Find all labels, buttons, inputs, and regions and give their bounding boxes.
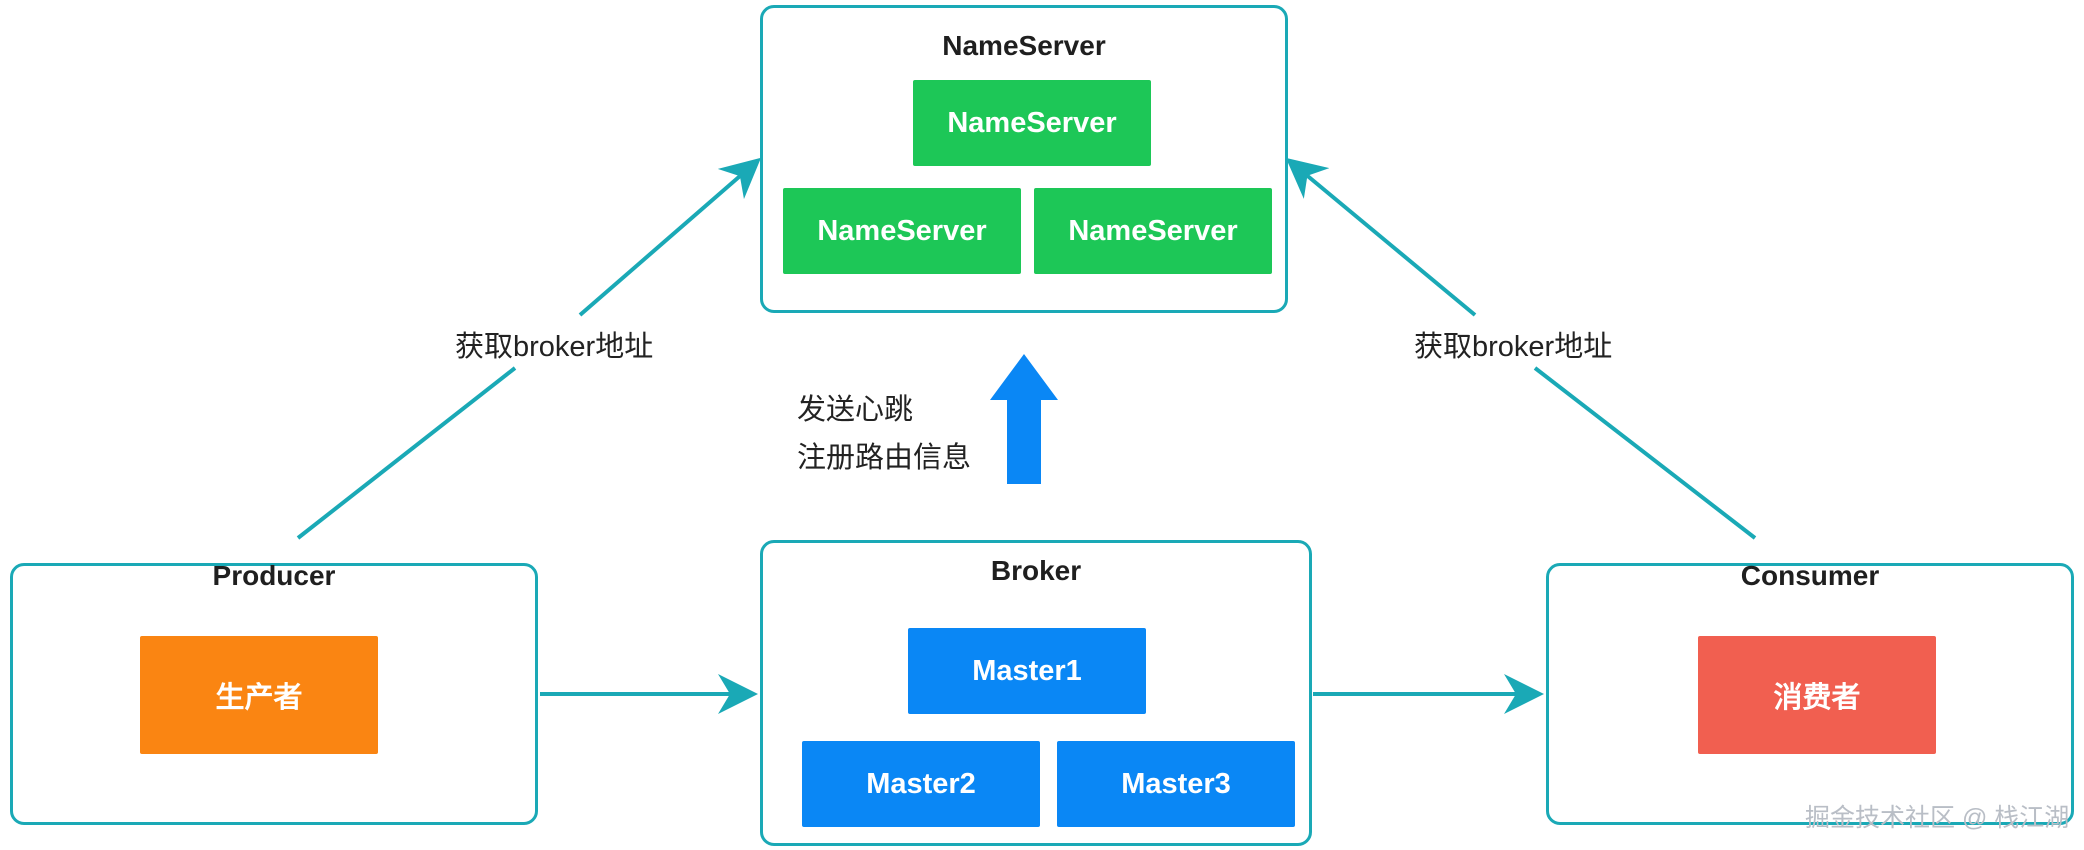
producer-get-broker-label: 获取broker地址 <box>455 331 654 363</box>
consumer-to-nameserver-arrow-lower <box>1533 366 1757 540</box>
broker-panel: Broker Master1 Master2 Master3 <box>760 540 1312 846</box>
consumer-panel: Consumer 消费者 <box>1546 560 2074 825</box>
nameserver-panel-title: NameServer <box>942 30 1106 61</box>
heartbeat-arrow <box>990 354 1058 484</box>
consumer-panel-title: Consumer <box>1740 560 1880 591</box>
consumer-get-broker-label: 获取broker地址 <box>1414 331 1613 363</box>
register-route-label: 注册路由信息 <box>797 442 972 474</box>
nameserver-box-right: NameServer <box>1034 188 1272 274</box>
heartbeat-label: 发送心跳 <box>797 394 914 426</box>
producer-panel-title: Producer <box>212 560 336 591</box>
producer-to-nameserver-arrow-upper <box>578 157 762 317</box>
broker-box-master2: Master2 <box>802 741 1040 827</box>
broker-box-master3: Master3 <box>1057 741 1295 827</box>
broker-panel-title: Broker <box>990 555 1082 586</box>
consumer-to-nameserver-arrow-upper <box>1285 157 1477 317</box>
nameserver-panel: NameServer NameServer NameServer NameSer… <box>760 5 1288 313</box>
nameserver-box-left: NameServer <box>783 188 1021 274</box>
producer-panel: Producer 生产者 <box>10 560 538 825</box>
nameserver-box-top: NameServer <box>913 80 1151 166</box>
watermark: 掘金技术社区 @ 栈江湖 <box>1805 804 2070 832</box>
consumer-box: 消费者 <box>1698 636 1936 754</box>
producer-to-nameserver-arrow-lower <box>296 366 517 540</box>
producer-box: 生产者 <box>140 636 378 754</box>
broker-box-master1: Master1 <box>908 628 1146 714</box>
